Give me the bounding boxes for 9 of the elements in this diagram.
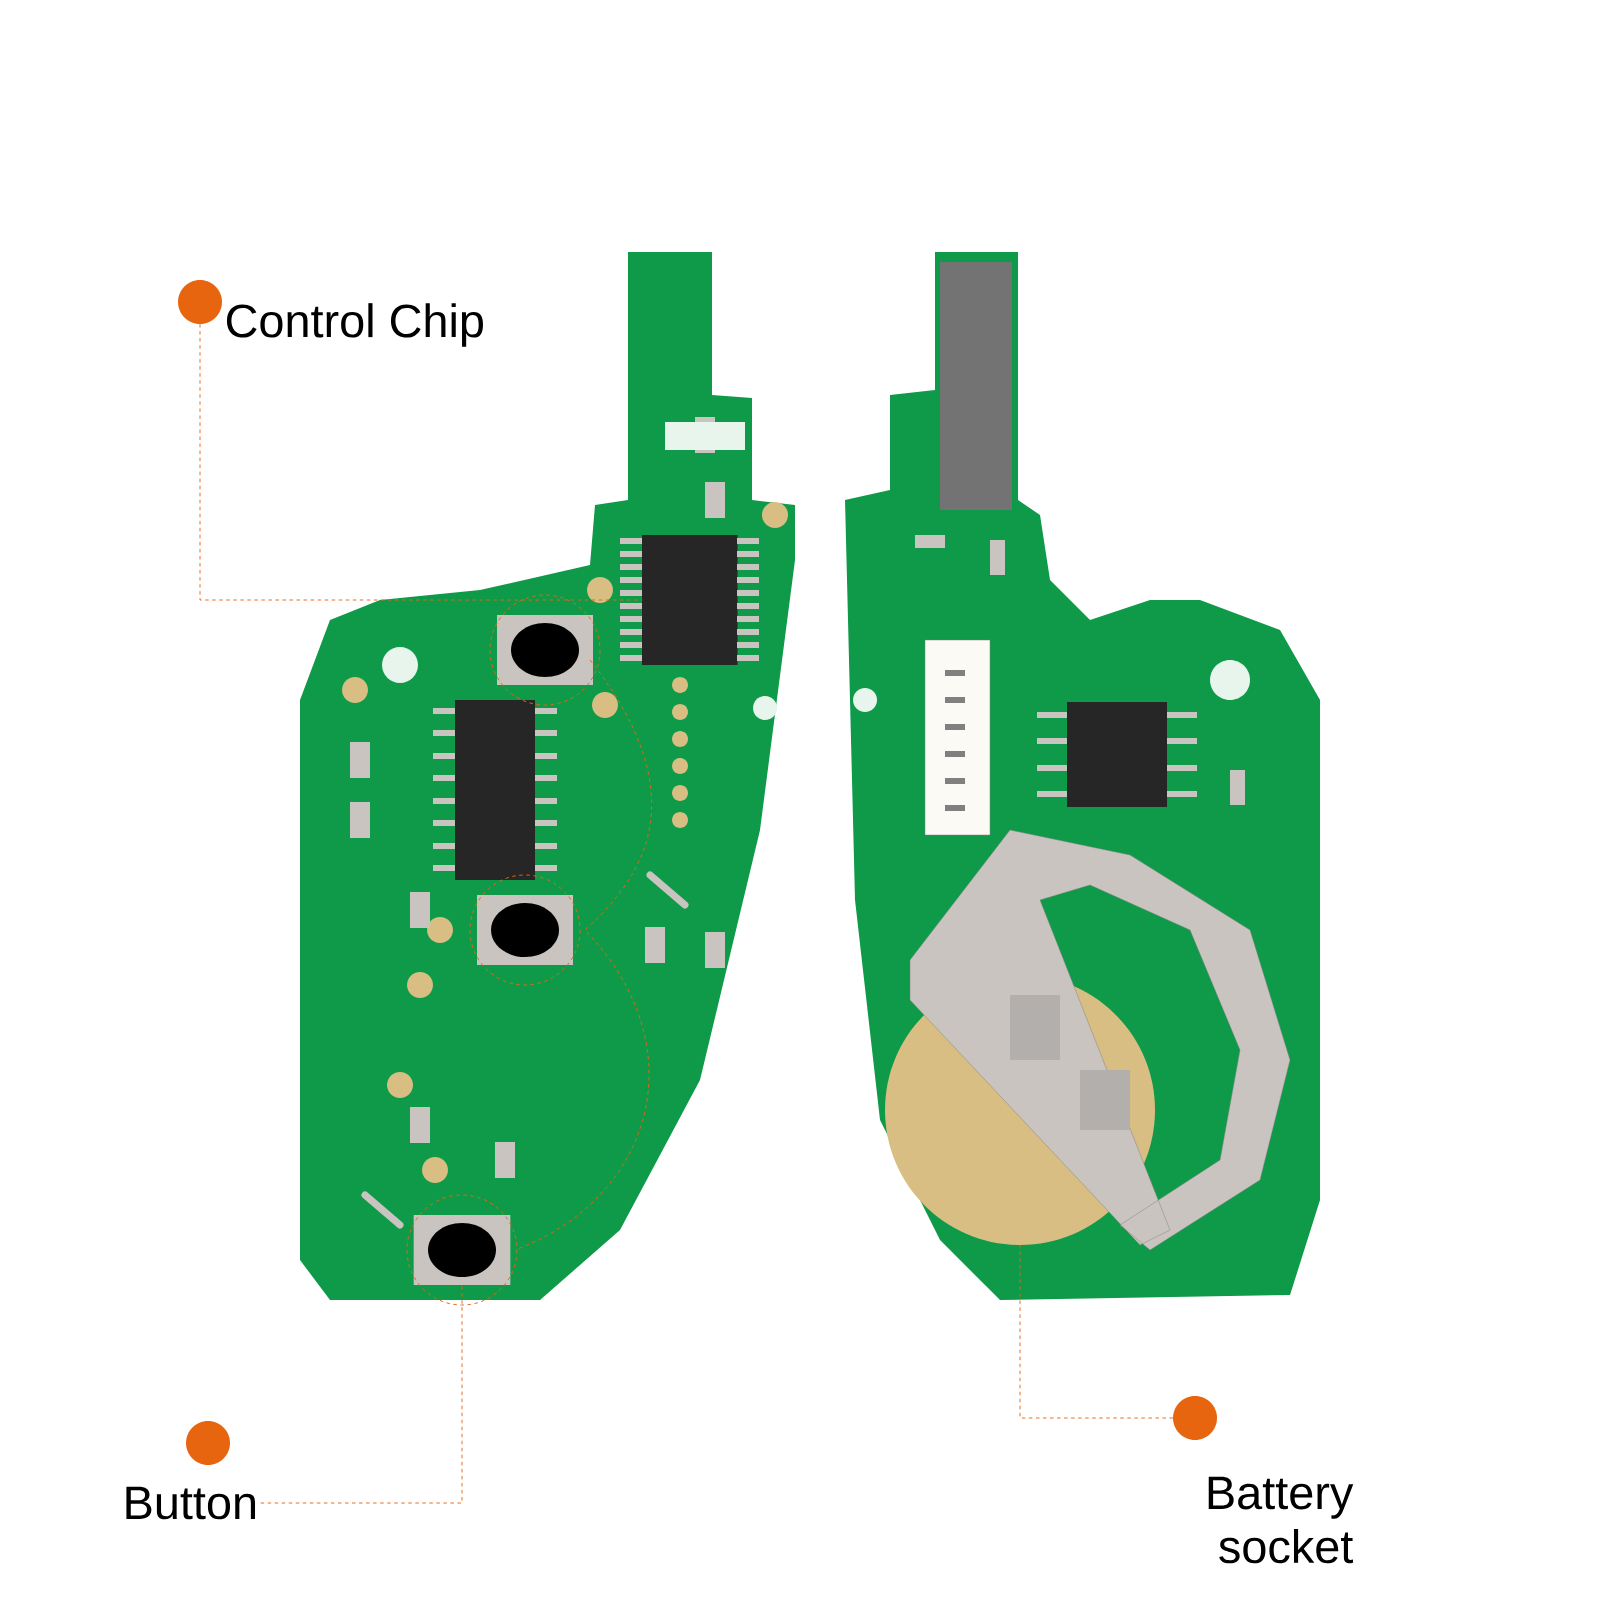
leader-line <box>1019 1244 1174 1419</box>
leader-line <box>199 323 643 601</box>
leader-line <box>260 1284 463 1504</box>
control-chip-drawing <box>620 535 759 665</box>
callout-label: Control Chip <box>226 303 483 347</box>
callout-label: Button <box>126 1486 255 1520</box>
callout-label: Battery socket <box>1208 1476 1354 1564</box>
button-drawing <box>413 1215 511 1285</box>
battery-socket-drawing <box>885 829 1291 1251</box>
